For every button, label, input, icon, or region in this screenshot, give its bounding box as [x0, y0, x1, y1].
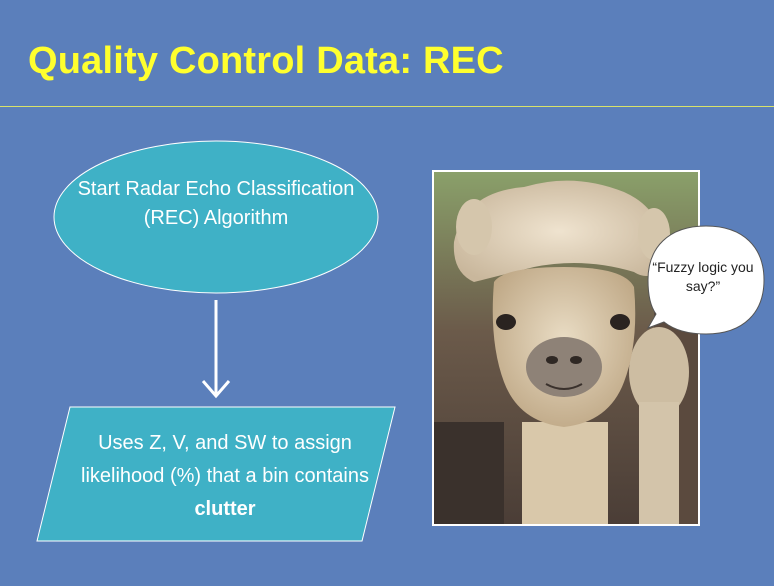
- process-box-text: Uses Z, V, and SW to assign likelihood (…: [81, 432, 369, 487]
- process-parallelogram: [36, 406, 396, 542]
- process-box-label: Uses Z, V, and SW to assign likelihood (…: [60, 427, 390, 526]
- start-ellipse: [53, 140, 379, 294]
- start-ellipse-label: Start Radar Echo Classification (REC) Al…: [77, 178, 355, 229]
- slide-title: Quality Control Data: REC: [28, 40, 504, 82]
- speech-bubble-text: “Fuzzy logic you say?”: [652, 259, 754, 294]
- process-box-bold: clutter: [194, 498, 256, 520]
- flow-arrowhead: [201, 380, 231, 399]
- title-divider: [0, 106, 774, 107]
